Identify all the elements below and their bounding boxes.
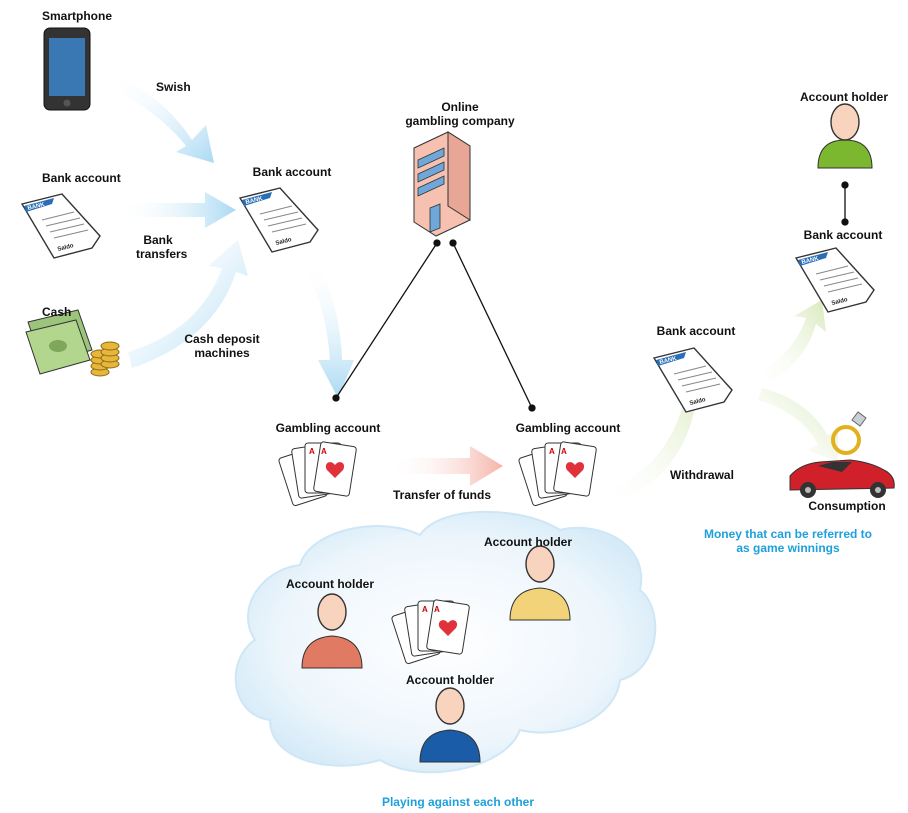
cash-label: Cash: [42, 305, 72, 319]
center-bank-account-label: Bank account: [252, 165, 332, 179]
swish-arrow: [112, 75, 214, 163]
withdrawal-bank-account-label: Bank account: [656, 324, 736, 338]
bank-document-icon-center: [239, 187, 319, 253]
bank-transfers-label: Bank transfers: [136, 233, 188, 261]
company-line-1: Online: [441, 100, 479, 114]
person-icon-green: [817, 103, 873, 169]
winnings-note-line-2: as game winnings: [736, 541, 840, 555]
person-icon-yellow: [509, 545, 571, 621]
source-bank-account-label: Bank account: [42, 171, 121, 185]
person-icon-red: [301, 593, 363, 669]
cloud-holder-bottom-label: Account holder: [405, 673, 494, 687]
consumption-label: Consumption: [808, 499, 886, 513]
building-icon: [413, 131, 471, 237]
person-icon-blue: [419, 687, 481, 763]
bank-document-icon-holder: [795, 247, 875, 313]
cloud-holder-right-label: Account holder: [483, 535, 572, 549]
cards-icon-gambling-1: [277, 440, 358, 507]
to-account-holder-arrow: [756, 300, 826, 388]
swish-label: Swish: [156, 80, 191, 94]
playing-against-each-other-caption: Playing against each other: [381, 795, 535, 809]
game-winnings-note: Money that can be referred to as game wi…: [688, 527, 888, 555]
gambling-account-2-label: Gambling account: [515, 421, 621, 435]
cash-icon: [25, 309, 120, 377]
bank-document-icon-withdrawal: [653, 347, 733, 413]
top-account-holder-label: Account holder: [799, 90, 888, 104]
bank-transfers-line-2: transfers: [136, 247, 188, 261]
top-bank-account-label: Bank account: [803, 228, 883, 242]
bank-document-icon-source: [21, 193, 101, 259]
cash-deposit-line-2: machines: [194, 346, 250, 360]
company-connectors: [332, 181, 849, 412]
bank-transfers-line-1: Bank: [143, 233, 173, 247]
company-label: Online gambling company: [400, 100, 520, 128]
transfer-of-funds-label: Transfer of funds: [392, 488, 491, 502]
cash-deposit-line-1: Cash deposit: [184, 332, 260, 346]
smartphone-label: Smartphone: [42, 9, 113, 23]
cards-icon-gambling-2: [517, 440, 598, 507]
cash-deposit-label: Cash deposit machines: [176, 332, 268, 360]
bank-transfer-arrow: [118, 192, 236, 228]
blue-arrows: [112, 75, 354, 398]
cloud-holder-left-label: Account holder: [285, 577, 374, 591]
company-line-2: gambling company: [405, 114, 515, 128]
withdrawal-label: Withdrawal: [670, 468, 734, 482]
gambling-account-1-label: Gambling account: [275, 421, 381, 435]
winnings-note-line-1: Money that can be referred to: [703, 527, 873, 541]
deposit-to-gambling-arrow: [304, 258, 354, 398]
smartphone-icon: [43, 27, 91, 111]
cash-deposit-arrow: [128, 240, 248, 368]
transfer-arrow: [390, 446, 503, 486]
to-consumption-arrow: [758, 388, 838, 462]
ring-icon: [831, 411, 867, 455]
car-icon: [789, 459, 895, 498]
